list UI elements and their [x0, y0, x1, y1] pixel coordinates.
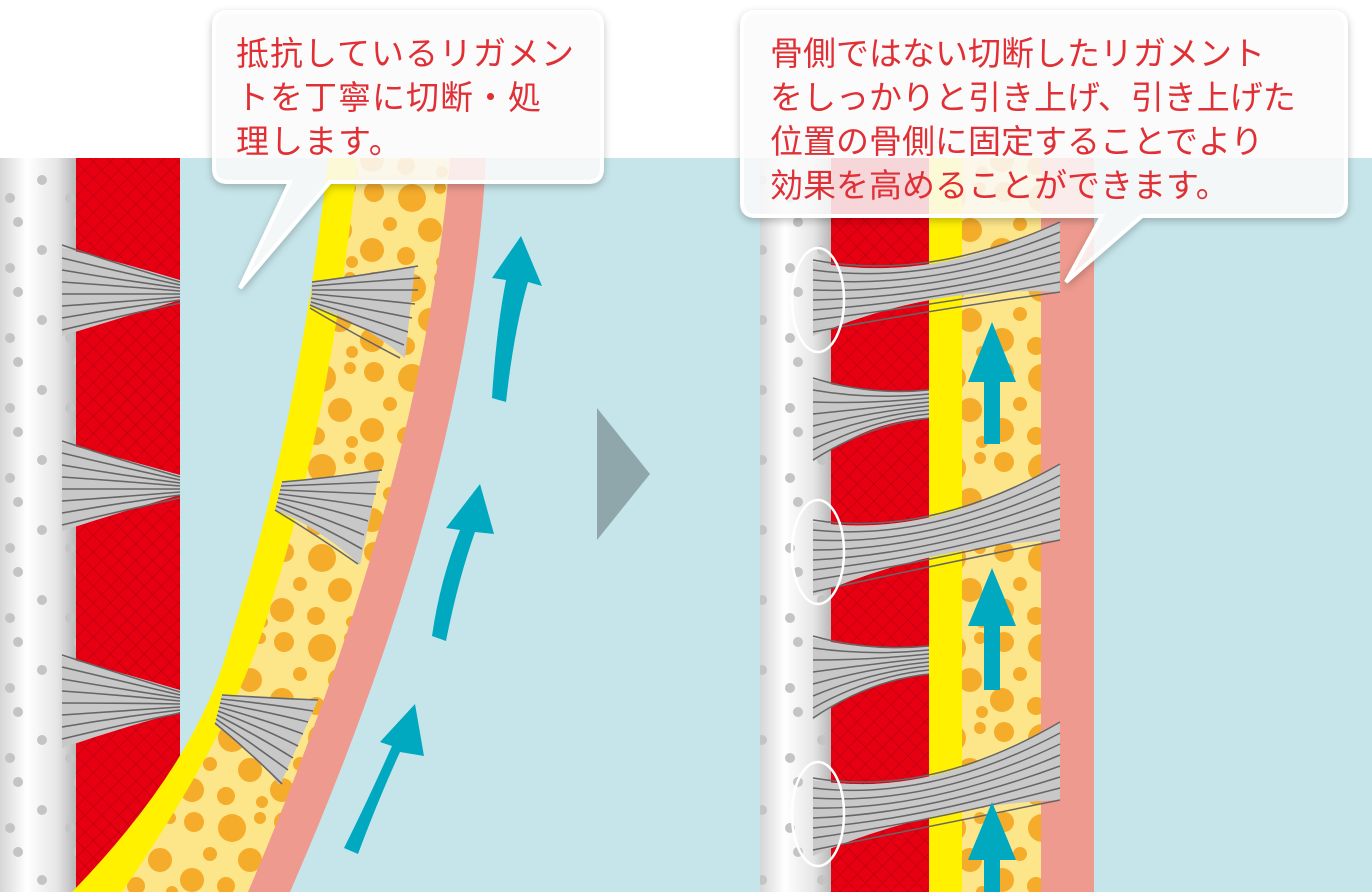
callout-line: トを丁寧に切断・処 — [236, 78, 542, 117]
callout-bubble-left — [212, 10, 604, 290]
anchored-ligament-1 — [812, 377, 930, 462]
attachment-highlight-circle-2 — [790, 498, 846, 606]
lift-arrow-3 — [968, 802, 1016, 892]
skin-layer — [245, 158, 486, 892]
lift-arrow-1 — [492, 236, 542, 402]
callout-line: 抵抗しているリガメン — [236, 34, 576, 73]
lift-arrow-3 — [344, 704, 424, 854]
reattached-ligament-3 — [812, 721, 1061, 856]
lift-arrow-1 — [968, 322, 1016, 444]
callout-line: 効果を高めることができます。 — [770, 166, 1229, 205]
cut-ligament-muscle-1 — [61, 244, 181, 336]
fascia-yellow-layer — [72, 158, 358, 892]
cut-ligament-skin-2 — [274, 469, 383, 565]
cut-ligament-skin-3 — [214, 694, 319, 785]
reattached-ligament-2 — [812, 463, 1061, 596]
anchored-ligament-2 — [812, 635, 930, 720]
left-panel — [0, 158, 542, 892]
callout-line: 位置の骨側に固定することでより — [770, 122, 1264, 161]
cut-ligament-muscle-3 — [61, 654, 181, 748]
attachment-highlight-circle-1 — [790, 246, 846, 354]
attachment-highlight-circle-3 — [790, 760, 846, 868]
cut-ligament-skin-1 — [309, 265, 421, 359]
callout-text-left: 抵抗しているリガメン トを丁寧に切断・処 理します。 — [236, 32, 575, 164]
callout-line: 骨側ではない切断したリガメント — [770, 34, 1265, 73]
callout-line: をしっかりと引き上げ、引き上げた — [770, 78, 1296, 117]
lift-arrow-2 — [968, 568, 1016, 690]
callout-bubble-right — [740, 10, 1348, 284]
cut-ligament-muscle-2 — [61, 440, 181, 531]
play-triangle-icon — [597, 408, 650, 540]
lift-arrow-2 — [432, 484, 494, 641]
callout-text-right: 骨側ではない切断したリガメント をしっかりと引き上げ、引き上げた 位置の骨側に固… — [770, 32, 1296, 208]
callout-line: 理します。 — [236, 122, 403, 161]
right-panel — [760, 158, 1094, 892]
